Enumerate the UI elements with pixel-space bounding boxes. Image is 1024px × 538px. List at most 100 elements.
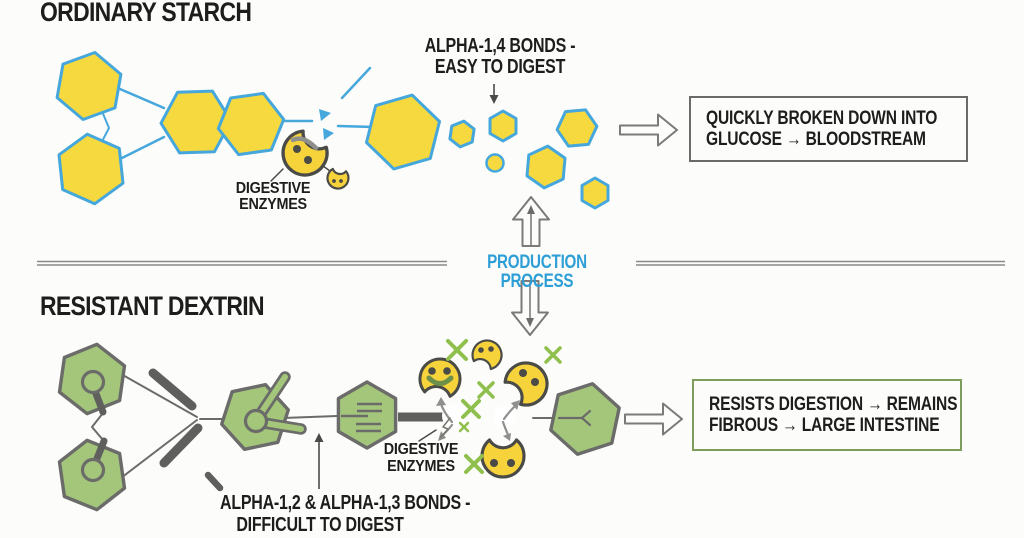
- x-mark: [544, 346, 562, 364]
- enzyme-blob: [471, 339, 503, 371]
- alpha1213-bond-label: ALPHA-1,2 & ALPHA-1,3 BONDS - DIFFICULT …: [220, 492, 471, 536]
- enzyme-blob: [281, 129, 329, 177]
- dextrin-enzymes-label: DIGESTIVE ENZYMES: [367, 441, 475, 475]
- alpha1213-bond-label-line2: DIFFICULT TO DIGEST: [236, 514, 404, 536]
- starch-glucose-hexagon: [488, 109, 518, 143]
- enzyme-eye: [531, 378, 539, 386]
- starch-enzymes-label-line1: DIGESTIVE: [235, 180, 311, 197]
- dextrin-enzymes-label-line1: DIGESTIVE: [383, 441, 459, 458]
- enzyme-mouth-mark: [426, 375, 454, 386]
- deflect-arrow: [439, 402, 454, 424]
- break-arrowhead: [323, 128, 334, 140]
- line: [270, 168, 284, 182]
- dextrin-hexagons: [57, 342, 621, 512]
- line: [340, 66, 372, 100]
- bond-node: [80, 369, 106, 395]
- inner-down-arrowhead: [526, 318, 534, 327]
- blocked-bond-bar: [148, 368, 197, 411]
- zap-mark: [439, 417, 451, 439]
- flow-arrows: [511, 113, 683, 436]
- enzyme-blob: [480, 438, 526, 479]
- enzyme-eye: [428, 367, 436, 375]
- starch-glucose-hexagon: [55, 51, 123, 121]
- line: [118, 87, 166, 110]
- enzyme-eye: [490, 459, 498, 467]
- line: [418, 429, 437, 442]
- starch-hexagons: [55, 51, 610, 210]
- line: [120, 419, 198, 479]
- enzyme-eye: [293, 145, 301, 153]
- enzyme-blob: [503, 361, 549, 407]
- enzyme-eye: [304, 156, 312, 164]
- starch-glucose-hexagon: [555, 108, 599, 148]
- line: [120, 135, 166, 160]
- dextrin-outcome-line1: RESISTS DIGESTION → REMAINS: [709, 393, 958, 415]
- starch-outcome-line2: GLUCOSE → BLOODSTREAM: [706, 129, 926, 150]
- starch-glucose-hexagon: [216, 91, 286, 157]
- enzyme-eye: [443, 367, 451, 375]
- line: [91, 387, 107, 416]
- alpha14-pointer-arrow: [489, 84, 499, 104]
- inner-up-arrowhead: [527, 205, 535, 214]
- x-mark: [464, 454, 484, 474]
- alpha14-bond-label-line2: EASY TO DIGEST: [434, 56, 566, 78]
- starch-outcome-line1: QUICKLY BROKEN DOWN INTO: [706, 107, 938, 129]
- line: [120, 373, 198, 418]
- x-mark: [477, 381, 495, 399]
- bond-node: [80, 457, 106, 483]
- enzyme-eye: [478, 347, 484, 353]
- line: [92, 437, 108, 465]
- enzyme-eye: [332, 179, 336, 183]
- starch-glucose-hexagon: [525, 144, 567, 190]
- bond-node: [243, 408, 269, 434]
- starch-glucose-unit: [485, 153, 505, 173]
- starch-glucose-hexagon: [57, 132, 125, 206]
- dextrin-outcome-box: RESISTS DIGESTION → REMAINS FIBROUS → LA…: [692, 379, 962, 451]
- deflect-arrow: [501, 420, 510, 437]
- alpha1213-pointer-arrow: [314, 433, 324, 489]
- branch-bar: [258, 374, 288, 416]
- arrow-to-glucose-box: [619, 113, 678, 147]
- starch-title: ORDINARY STARCH: [40, 0, 252, 27]
- starch-glucose-hexagon: [365, 93, 441, 171]
- branch-bar: [261, 420, 304, 432]
- enzyme-eye: [519, 369, 527, 377]
- dextrin-bond-lines: [91, 373, 559, 479]
- enzyme-eye: [488, 346, 494, 352]
- break-arrowhead: [319, 109, 331, 121]
- arrowhead-up: [314, 433, 324, 442]
- bond-break-arrowheads: [319, 109, 334, 140]
- deflect-arrowhead: [503, 433, 511, 441]
- starch-enzymes: [270, 129, 350, 190]
- enzyme-eye: [339, 179, 343, 183]
- enzyme-mouth-mark: [290, 136, 319, 151]
- production-process-label: PRODUCTION PROCESS: [487, 252, 587, 292]
- blocked-bond-bar: [204, 471, 224, 492]
- x-mark: [461, 399, 481, 419]
- section-divider: [37, 260, 1005, 266]
- starch-enzymes-label-line2: ENZYMES: [239, 196, 307, 213]
- dextrin-outcome-line2: FIBROUS → LARGE INTESTINE: [709, 415, 940, 436]
- deflect-arrowhead: [511, 400, 520, 410]
- hexagon-fork-mark: [580, 409, 592, 427]
- line: [282, 415, 338, 419]
- blocked-bond-bar: [159, 423, 203, 468]
- x-mark: [446, 339, 468, 361]
- line: [336, 124, 376, 129]
- enzyme-blob: [418, 357, 462, 398]
- starch-glucose-hexagon: [580, 176, 610, 210]
- alpha14-bond-label-line1: ALPHA-1,4 BONDS -: [424, 35, 576, 57]
- bond-zigzag: [91, 412, 104, 441]
- dextrin-nodes: [80, 369, 269, 483]
- dextrin-hexagon: [549, 382, 621, 456]
- deflect-arrowhead: [436, 397, 446, 406]
- starch-enzymes-label: DIGESTIVE ENZYMES: [219, 181, 327, 213]
- blocked-x-marks: [446, 339, 562, 474]
- dextrin-title: RESISTANT DEXTRIN: [40, 291, 265, 321]
- enzyme-blob: [326, 167, 350, 190]
- dextrin-thick-bars: [91, 368, 451, 492]
- starch-glucose-hexagon: [448, 119, 476, 149]
- dextrin-enzymes: [418, 339, 549, 479]
- dextrin-enzymes-label-line2: ENZYMES: [387, 458, 455, 475]
